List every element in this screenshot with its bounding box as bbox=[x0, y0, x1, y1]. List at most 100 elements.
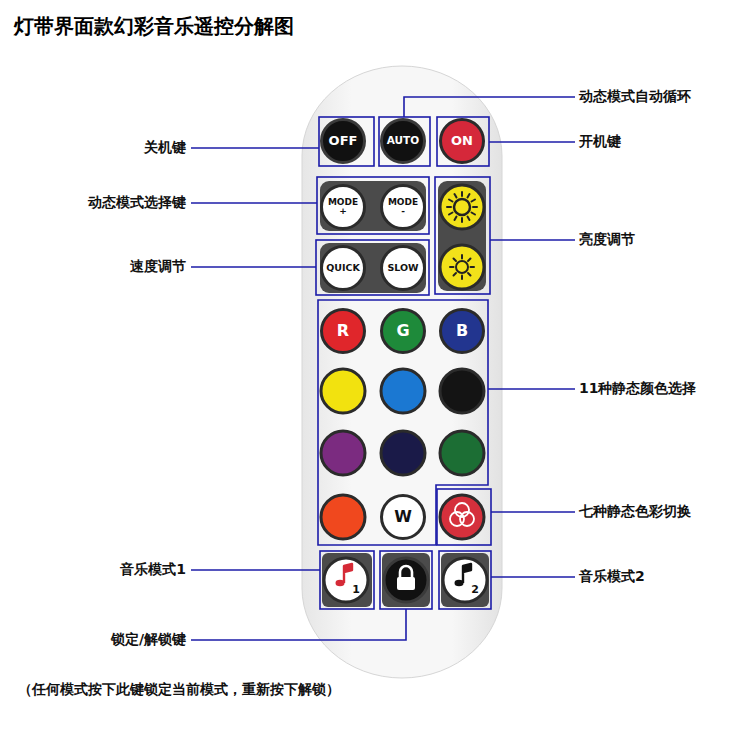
drawing-part bbox=[321, 369, 365, 413]
drawing-part bbox=[440, 495, 484, 539]
footnote: （任何模式按下此键锁定当前模式，重新按下解锁） bbox=[18, 681, 340, 699]
drawing-part bbox=[382, 553, 430, 607]
drawing-part bbox=[321, 495, 365, 539]
color-buttons bbox=[321, 369, 484, 539]
drawing-part bbox=[381, 431, 425, 475]
lock-button bbox=[384, 558, 428, 602]
drawing-part bbox=[324, 558, 368, 602]
drawing-part bbox=[455, 217, 457, 220]
remote-button: OFF bbox=[320, 118, 366, 164]
drawing-part bbox=[384, 558, 428, 602]
drawing-part bbox=[437, 489, 491, 545]
drawing-part bbox=[447, 206, 451, 208]
callout-label: 关机键 bbox=[144, 139, 186, 157]
button-label: SLOW bbox=[387, 263, 418, 273]
drawing-part bbox=[435, 177, 490, 294]
callout-label: 亮度调节 bbox=[579, 231, 635, 249]
drawing-part bbox=[472, 200, 475, 202]
button-label: 2 bbox=[471, 584, 479, 596]
drawing-part bbox=[488, 388, 575, 390]
drawing-part bbox=[438, 181, 486, 291]
remote-button: SLOW bbox=[380, 245, 426, 291]
music-buttons bbox=[324, 558, 487, 602]
drawing-part bbox=[455, 194, 457, 197]
callout-boxes bbox=[316, 117, 491, 609]
color-cycle-button bbox=[440, 495, 484, 539]
drawing-part bbox=[191, 147, 319, 149]
drawing-part bbox=[320, 551, 374, 609]
remote-button: R bbox=[320, 308, 366, 354]
drawing-part bbox=[440, 431, 484, 475]
remote-button: AUTO bbox=[380, 118, 426, 164]
callout-label: 音乐模式2 bbox=[579, 568, 645, 586]
button-label: 1 bbox=[352, 584, 360, 596]
drawing-part bbox=[316, 240, 429, 295]
drawing-part bbox=[440, 245, 484, 289]
diagram-title: 灯带界面款幻彩音乐遥控分解图 bbox=[14, 13, 294, 40]
drawing-part bbox=[318, 300, 488, 545]
drawing-part bbox=[490, 239, 575, 241]
remote-button: ON bbox=[439, 118, 485, 164]
drawing-part bbox=[461, 192, 463, 196]
drawing-part bbox=[472, 213, 475, 215]
drawing-part bbox=[449, 213, 452, 215]
drawing-part bbox=[319, 117, 374, 166]
callout-label: 11种静态颜色选择 bbox=[579, 380, 696, 398]
drawing-part bbox=[489, 141, 575, 143]
remote-button: B bbox=[439, 308, 485, 354]
drawing-part bbox=[473, 206, 477, 208]
drawing-part bbox=[439, 551, 491, 609]
button-label: R bbox=[337, 323, 349, 340]
sun-rays bbox=[447, 192, 477, 279]
drawing-part bbox=[380, 551, 432, 609]
drawing-part bbox=[468, 259, 470, 261]
drawing-part bbox=[322, 553, 372, 607]
drawing-part bbox=[460, 512, 474, 526]
drawing-part bbox=[461, 255, 463, 259]
callout-label: 锁定/解锁键 bbox=[111, 631, 186, 649]
drawing-part bbox=[379, 117, 430, 166]
drawing-part bbox=[491, 576, 575, 578]
drawing-part bbox=[344, 564, 352, 583]
drawing-part bbox=[454, 259, 456, 261]
button-label: W bbox=[394, 509, 412, 526]
drawing-part bbox=[321, 431, 365, 475]
drawing-part bbox=[317, 177, 429, 234]
remote-button: G bbox=[380, 308, 426, 354]
drawing-part bbox=[440, 369, 484, 413]
remote-button: MODE + bbox=[320, 184, 366, 230]
drawing-part bbox=[449, 200, 452, 202]
callout-label: 开机键 bbox=[579, 133, 621, 151]
drawing-part bbox=[454, 273, 456, 275]
drawing-part bbox=[191, 266, 316, 268]
drawing-part bbox=[441, 553, 489, 607]
button-label: G bbox=[396, 323, 409, 340]
callout-label: 动态模式选择键 bbox=[88, 194, 186, 212]
button-label: OFF bbox=[329, 134, 358, 148]
button-label: QUICK bbox=[326, 263, 360, 273]
brightness-buttons bbox=[440, 185, 484, 289]
drawing-part bbox=[191, 202, 317, 204]
drawing-part bbox=[463, 564, 471, 583]
drawing-part bbox=[400, 566, 412, 578]
drawing-part bbox=[468, 273, 470, 275]
drawing-part bbox=[454, 199, 470, 215]
drawing-part bbox=[471, 266, 475, 268]
music-button: 2 bbox=[442, 557, 488, 603]
drawing-part bbox=[397, 577, 415, 590]
drawing-part bbox=[450, 503, 474, 526]
drawing-part bbox=[404, 97, 575, 117]
drawing-part bbox=[381, 369, 425, 413]
drawing-part bbox=[320, 181, 426, 231]
remote-button: QUICK bbox=[320, 245, 366, 291]
remote-body bbox=[302, 66, 502, 678]
drawing-part bbox=[461, 218, 463, 222]
button-label: ON bbox=[451, 134, 473, 148]
remote-button: MODE - bbox=[380, 184, 426, 230]
drawing-part bbox=[468, 194, 470, 197]
drawing-part bbox=[191, 569, 320, 571]
button-label: MODE + bbox=[326, 198, 360, 217]
leader-lines bbox=[191, 97, 575, 640]
button-label: B bbox=[456, 323, 468, 340]
